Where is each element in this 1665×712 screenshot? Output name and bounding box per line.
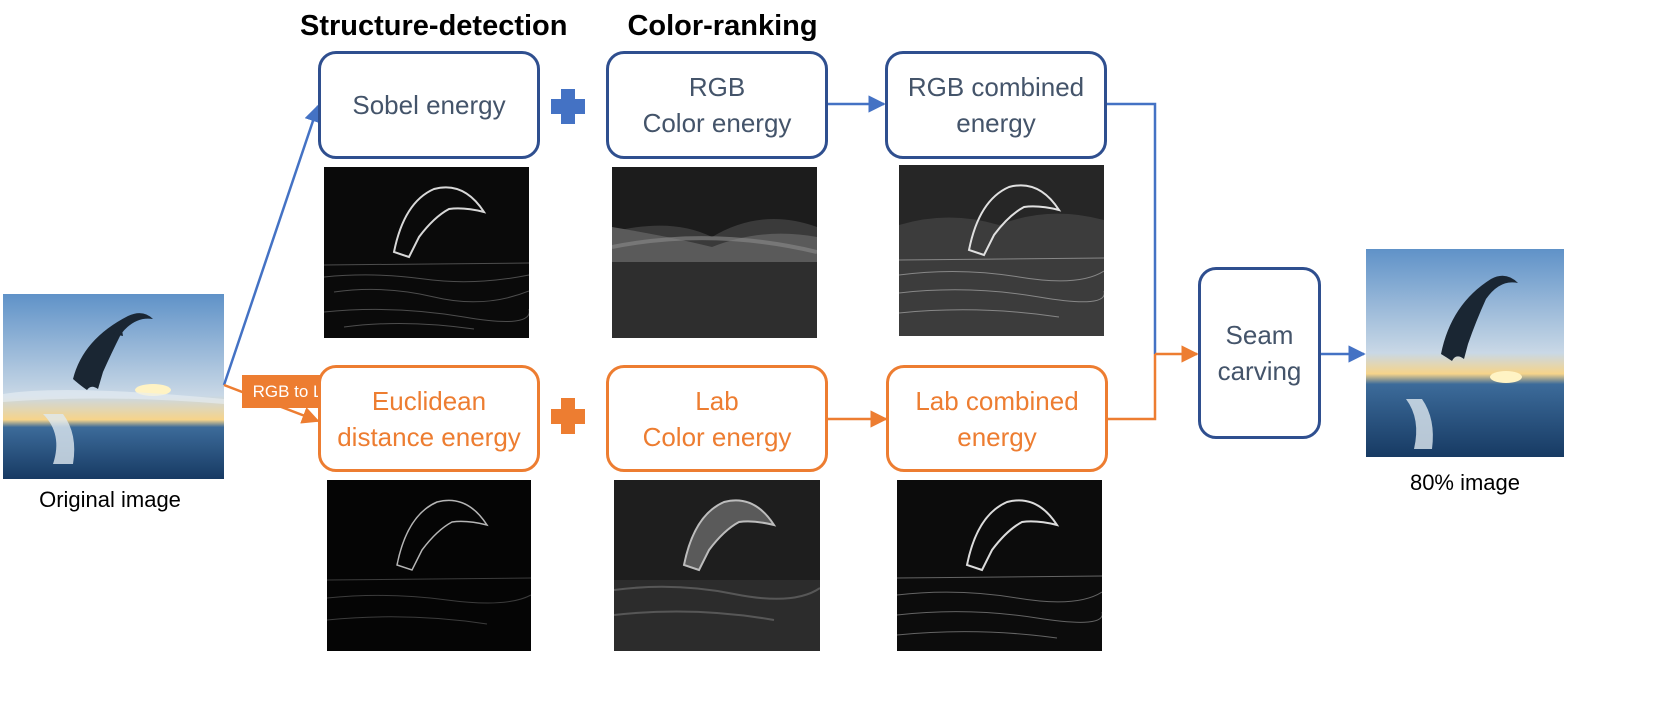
rgb-combined-energy-map <box>899 165 1104 336</box>
box-rgb-combined-energy-label: RGB combined energy <box>907 72 1085 138</box>
lab-combined-energy-map <box>897 480 1102 651</box>
box-seam-carving: Seam carving <box>1198 267 1321 439</box>
header-color-ranking: Color-ranking <box>627 10 818 42</box>
line-rgb-combined-to-seam <box>1106 102 1157 354</box>
arrow-original-to-sobel <box>222 104 322 386</box>
box-euclidean-distance-energy-label: Euclidean distance energy <box>337 385 521 452</box>
box-sobel-energy: Sobel energy <box>318 51 540 159</box>
header-structure-detection: Structure-detection <box>300 10 568 42</box>
line-lab-combined-to-seam <box>1108 354 1157 421</box>
box-euclidean-distance-energy: Euclidean distance energy <box>318 365 540 472</box>
original-image <box>3 294 224 479</box>
box-lab-color-energy: Lab Color energy <box>606 365 828 472</box>
caption-original-image: Original image <box>39 487 181 512</box>
box-rgb-combined-energy: RGB combined energy <box>885 51 1107 159</box>
result-image <box>1366 249 1564 457</box>
box-lab-color-energy-label: Lab Color energy <box>642 385 792 452</box>
plus-icon-orange <box>551 398 585 434</box>
box-rgb-color-energy: RGB Color energy <box>606 51 828 159</box>
plus-icon-blue <box>551 89 585 124</box>
box-sobel-energy-label: Sobel energy <box>352 90 506 120</box>
caption-80-percent-image: 80% image <box>1409 470 1521 495</box>
sobel-energy-map <box>324 167 529 338</box>
euclidean-distance-energy-map <box>327 480 531 651</box>
rgb-color-energy-map <box>612 167 817 338</box>
box-seam-carving-label: Seam carving <box>1217 320 1302 386</box>
box-lab-combined-energy-label: Lab combined energy <box>915 385 1079 452</box>
box-lab-combined-energy: Lab combined energy <box>886 365 1108 472</box>
lab-color-energy-map <box>614 480 820 651</box>
box-rgb-color-energy-label: RGB Color energy <box>642 72 792 138</box>
